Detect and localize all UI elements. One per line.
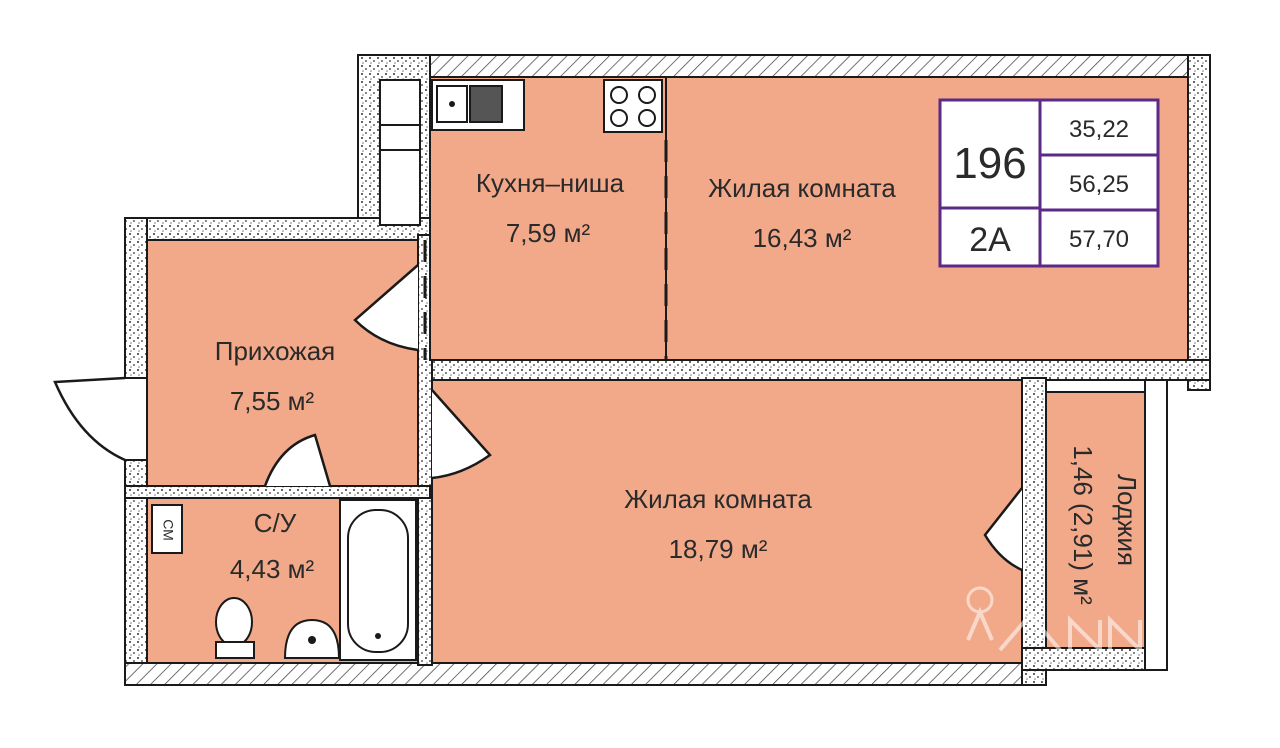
stove-icon	[603, 79, 663, 133]
wall-left-hall	[124, 217, 148, 379]
wall-bottom	[124, 662, 1044, 686]
living-bottom-area: 18,79 м²	[669, 534, 768, 564]
kitchen-cabinets	[379, 79, 421, 226]
doors	[53, 264, 1023, 572]
apartment-number: 196	[953, 139, 1026, 188]
room-loggia	[1045, 391, 1146, 649]
wall-loggia-right	[1144, 379, 1168, 671]
hallway-area: 7,55 м²	[230, 386, 315, 416]
wall-loggia-left	[1021, 377, 1047, 686]
living-bottom-name: Жилая комната	[624, 484, 812, 514]
room-living-bottom	[431, 379, 1023, 664]
living-top-name: Жилая комната	[708, 173, 896, 203]
bathtub-icon	[339, 499, 417, 661]
room-labels: Кухня–ниша 7,59 м² Жилая комната 16,43 м…	[215, 168, 1142, 605]
entry-door[interactable]	[53, 376, 126, 462]
door-loggia[interactable]	[983, 487, 1023, 572]
watermark-logo-icon	[966, 586, 1142, 655]
washer-label: СМ	[160, 519, 176, 541]
door-kitchen[interactable]	[353, 264, 419, 352]
bathroom-name: С/У	[254, 508, 297, 538]
living-area-value: 35,22	[1069, 116, 1129, 143]
wall-bath-top	[124, 485, 431, 499]
loggia-name: Лоджия	[1112, 474, 1142, 566]
wall-top	[357, 54, 1211, 78]
apartment-info-box: 196 2А 35,22 56,25 57,70	[938, 98, 1160, 268]
wall-right-top	[1187, 54, 1211, 391]
apartment-type: 2А	[969, 221, 1011, 259]
wall-mid-horizontal	[417, 359, 1211, 381]
loggia-area: 1,46 (2,91) м²	[1068, 445, 1098, 605]
washing-machine-icon: СМ	[151, 504, 183, 554]
door-living-bottom[interactable]	[431, 389, 492, 480]
washbasin-icon	[283, 618, 341, 659]
info-box-frame	[938, 98, 1160, 268]
fixtures: СМ	[151, 79, 663, 661]
total-area-value: 56,25	[1069, 171, 1129, 198]
door-bathroom[interactable]	[263, 433, 332, 487]
total-with-loggia-value: 57,70	[1069, 226, 1129, 253]
bathroom-area: 4,43 м²	[230, 554, 315, 584]
kitchen-area: 7,59 м²	[506, 218, 591, 248]
room-hallway	[146, 239, 419, 487]
rooms	[146, 76, 1189, 664]
sink-icon	[436, 85, 503, 123]
living-top-area: 16,43 м²	[753, 223, 852, 253]
toilet-icon	[215, 597, 255, 659]
kitchen-name: Кухня–ниша	[476, 168, 625, 198]
hallway-name: Прихожая	[215, 336, 335, 366]
